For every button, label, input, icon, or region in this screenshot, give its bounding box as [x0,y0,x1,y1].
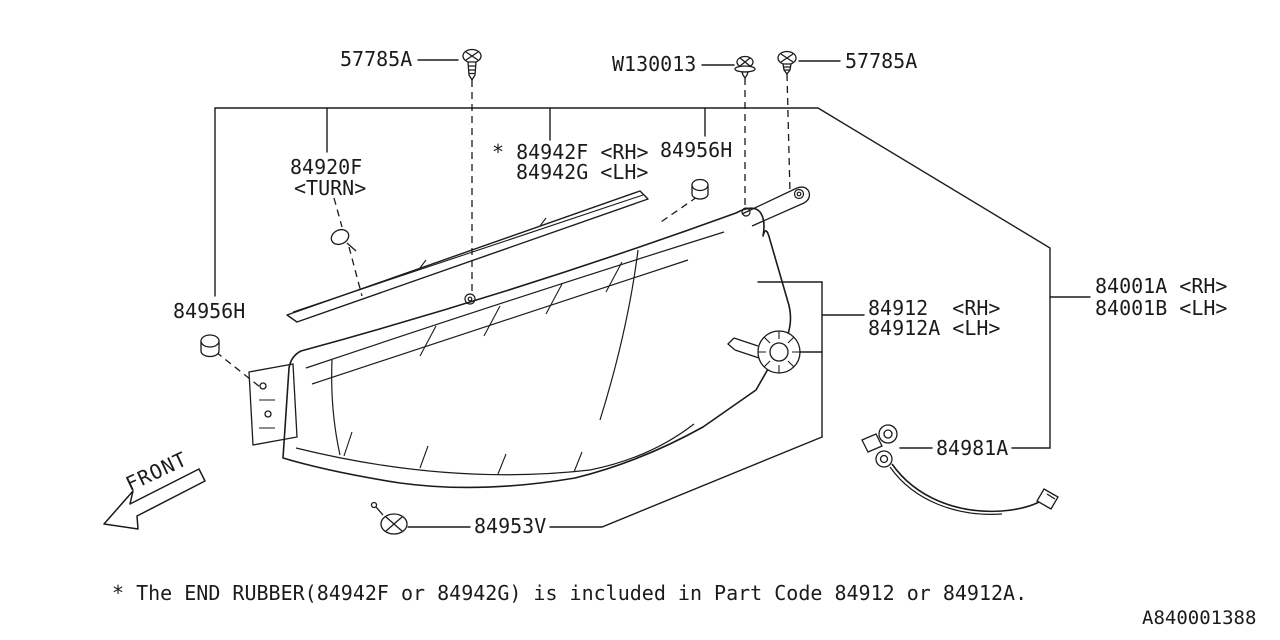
label-84920f: 84920F [290,155,363,179]
label-84920f-note: <TURN> [294,176,367,200]
bulb-84953v [370,501,408,535]
label-84942g-lh: 84942G <LH> [516,160,649,184]
bulb-socket-cap [727,330,801,374]
turn-signal-bulb [330,228,357,252]
washer-screw-icon [734,55,756,80]
callout-lines [214,59,1091,528]
label-57785a-right: 57785A [845,49,918,73]
label-84001a-rh: 84001A <RH> [1095,274,1228,298]
label-84956h-left: 84956H [173,299,246,323]
dashed-leader-lines [215,73,791,388]
grommet-right [691,178,709,200]
screw-icon-right [777,50,797,76]
label-84981a: 84981A [936,436,1009,460]
label-84912a-lh: 84912A <LH> [868,316,1001,340]
label-57785a-left: 57785A [340,47,413,71]
label-84953v: 84953V [474,514,547,538]
label-84912-rh: 84912 <RH> [868,296,1001,320]
label-w130013: W130013 [612,52,697,76]
mount-bracket-left [248,363,298,446]
harness-connector [861,424,1059,515]
drawing-number: A840001388 [1142,607,1257,629]
label-84942f-rh: * 84942F <RH> [492,140,649,164]
label-84001b-lh: 84001B <LH> [1095,296,1228,320]
front-arrow [103,468,206,530]
end-rubber-strip [286,190,649,323]
footnote: * The END RUBBER(84942F or 84942G) is in… [112,581,1028,605]
headlamp-body [282,186,811,489]
grommet-left [200,334,220,358]
label-84956h-right: 84956H [660,138,733,162]
screw-icon-left [462,48,482,82]
